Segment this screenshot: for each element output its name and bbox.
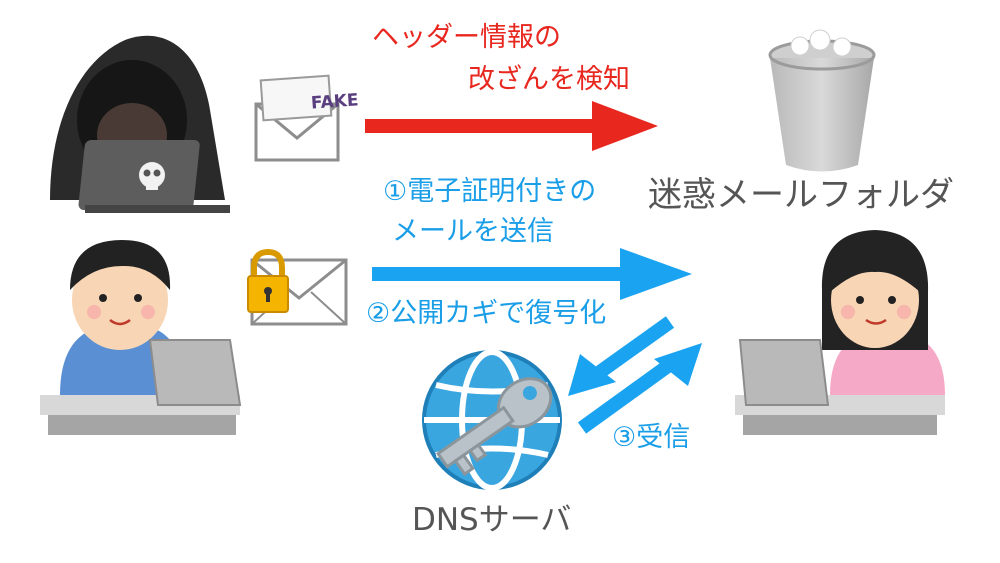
sender-man-icon	[40, 240, 242, 435]
red-detect-arrow	[365, 101, 658, 151]
receiver-woman-icon	[735, 230, 945, 435]
decrypt-label: ②公開カギで復号化	[366, 298, 607, 329]
blue-receive-arrow	[577, 343, 702, 434]
blue-decrypt-arrow	[568, 316, 675, 396]
dns-server-label: DNSサーバ	[412, 502, 572, 538]
trash-bin-icon	[768, 29, 876, 172]
blue-send-arrow	[372, 248, 692, 300]
header-info-label-line1: ヘッダー情報の	[372, 22, 561, 53]
send-signed-label-line2: メールを送信	[392, 216, 554, 247]
locked-envelope-icon	[247, 248, 348, 326]
header-info-label-line2: 改ざんを検知	[468, 64, 630, 95]
fake-envelope-label: FAKE	[310, 90, 360, 114]
fake-envelope-icon	[254, 74, 340, 162]
send-signed-label-line1: ①電子証明付きの	[383, 176, 597, 207]
receive-label: ③受信	[612, 422, 691, 453]
globe-key-icon	[422, 349, 562, 491]
hacker-icon	[50, 35, 230, 213]
spam-folder-label: 迷惑メールフォルダ	[648, 175, 954, 215]
